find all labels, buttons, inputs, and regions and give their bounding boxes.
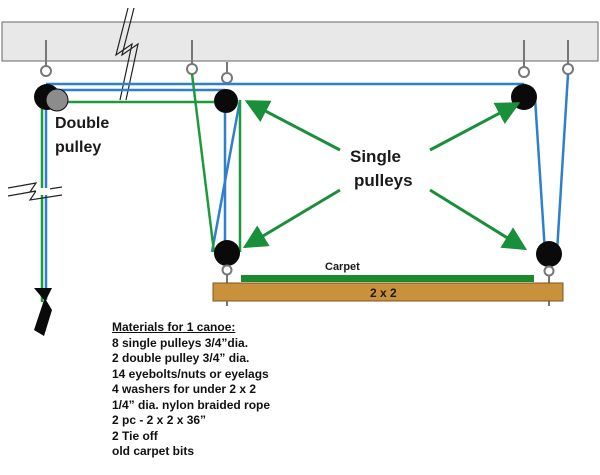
- materials-item: 2 Tie off: [112, 428, 158, 443]
- rope-green: [40, 73, 242, 302]
- materials-item: 1/4” dia. nylon braided rope: [112, 397, 271, 412]
- pulley-icon-bottom-right: [536, 241, 562, 267]
- single-pulleys-label-line2: pulleys: [354, 171, 413, 190]
- single-pulleys-label-line1: Single: [350, 147, 401, 166]
- materials-item: old carpet bits: [112, 444, 195, 458]
- ceiling-beam: [1, 21, 599, 62]
- materials-item: 14 eyebolts/nuts or eyelags: [112, 366, 269, 381]
- double-pulley-label-line2: pulley: [55, 139, 101, 156]
- pulley-icon-top-left: [214, 89, 238, 113]
- carpet-strip: [241, 275, 534, 282]
- tie-off-cleat: [34, 288, 52, 336]
- pulley-icon-bottom-left: [214, 240, 240, 266]
- carpet-label: Carpet: [325, 261, 360, 273]
- eyebolt-4: [518, 40, 530, 78]
- materials-item: 2 double pulley 3/4” dia.: [112, 351, 250, 365]
- pointer-arrows: [242, 100, 528, 251]
- eyebolt-3: [221, 62, 233, 84]
- materials-item: 2 pc - 2 x 2 x 36”: [112, 413, 207, 427]
- double-pulley-icon: [34, 84, 69, 112]
- rope-blue: [44, 73, 570, 300]
- eyebolt-1: [40, 40, 52, 77]
- materials-list: Materials for 1 canoe: 8 single pulleys …: [112, 320, 270, 460]
- materials-item: 4 washers for under 2 x 2: [112, 382, 257, 396]
- board-2x2: [212, 282, 564, 302]
- double-pulley-label-line1: Double: [55, 115, 109, 132]
- materials-title: Materials for 1 canoe:: [112, 320, 236, 334]
- board-label: 2 x 2: [370, 286, 397, 300]
- materials-item: 8 single pulleys 3/4”dia.: [112, 335, 249, 350]
